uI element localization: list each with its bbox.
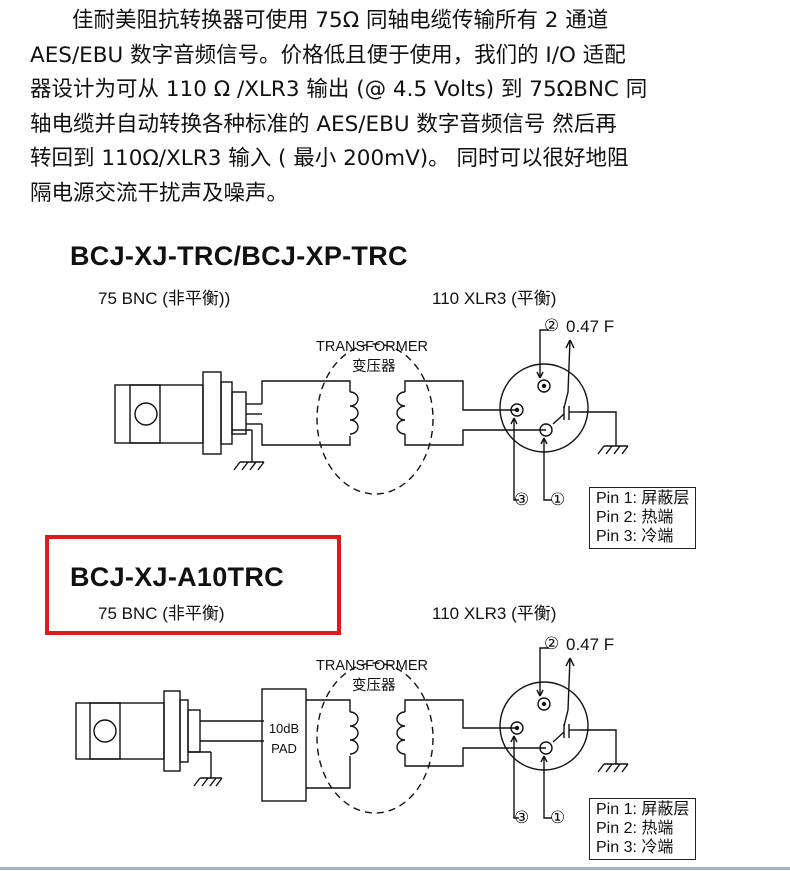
diagram2-wires-left [306,699,351,789]
paragraph-line: 转回到 110Ω/XLR3 输入 ( 最小 200mV)。 同时可以很好地阻 [30,146,629,171]
pin-legend-item: Pin 1: 屏蔽层 [596,801,690,818]
diagram1-wires-left [261,380,351,446]
intro-paragraph: 佳耐美阻抗转换器可使用 75Ω 同轴电缆传输所有 2 通道 AES/EBU 数字… [30,4,770,211]
diagram2-title: BCJ-XJ-A10TRC [70,562,284,592]
page-bottom-border [0,867,790,870]
diagram1-xlr-connector [499,339,589,453]
diagram1-xlr-ground [580,411,629,455]
diagram1-title: BCJ-XJ-TRC/BCJ-XP-TRC [70,241,408,271]
diagram1-bnc-label: 75 BNC (非平衡)) [98,289,231,308]
diagram2-bnc-label: 75 BNC (非平衡) [98,604,225,623]
paragraph-line: 轴电缆并自动转换各种标准的 AES/EBU 数字音频信号 然后再 [30,111,617,137]
pin-legend-item: Pin 3: 冷端 [596,528,674,545]
diagram2-xlr-label: 110 XLR3 (平衡) [432,604,557,623]
diagram1-pin-leaders [510,329,552,501]
diagram2-wires-right [404,699,546,767]
diagram2-pin-leaders [510,647,552,819]
diagram1-pin1-marker: ① [550,490,566,509]
paragraph-line: 隔电源交流干扰声及噪声。 [30,180,289,206]
pin-legend-item: Pin 2: 热端 [596,820,674,837]
pad-label-line2: PAD [271,741,297,756]
diagram1-transformer-zh: 变压器 [352,359,396,375]
diagram1-pin-legend: Pin 1: 屏蔽层 Pin 2: 热端 Pin 3: 冷端 [589,487,697,549]
diagram2-transformer [316,662,434,814]
diagram2-xlr-connector [499,657,589,771]
diagram1-pin3-marker: ③ [514,490,530,509]
pin-legend-item: Pin 3: 冷端 [596,839,674,856]
diagram1-bnc-connector [114,371,262,455]
highlight-box [45,535,341,635]
diagram2-xlr-ground [580,729,629,773]
pad-label-line1: 10dB [268,721,300,736]
diagram2-bnc-ground [193,752,223,787]
diagram2-pin3-marker: ③ [514,808,530,827]
diagram2-cap-label: 0.47 F [566,635,615,654]
diagram2-bnc-connector [75,690,264,772]
diagram1-xlr-label: 110 XLR3 (平衡) [432,289,557,308]
diagram2-pin1-marker: ① [550,808,566,827]
pin-legend-item: Pin 1: 屏蔽层 [596,490,690,507]
diagram1-transformer [316,343,434,495]
diagram2-pad-block [261,688,307,802]
diagram1-cap-label: 0.47 F [566,317,615,336]
diagram2-transformer-zh: 变压器 [352,678,396,694]
diagram1-bnc-ground [233,430,265,471]
pin-legend-item: Pin 2: 热端 [596,509,674,526]
paragraph-line: 器设计为可从 110 Ω /XLR3 输出 (@ 4.5 Volts) 到 75… [30,77,648,102]
diagram2-pin-legend: Pin 1: 屏蔽层 Pin 2: 热端 Pin 3: 冷端 [589,798,697,860]
paragraph-line: AES/EBU 数字音频信号。价格低且便于使用，我们的 I/O 适配 [30,42,626,68]
diagram1-wires-right [404,380,546,446]
paragraph-line: 佳耐美阻抗转换器可使用 75Ω 同轴电缆传输所有 2 通道 [72,8,609,33]
